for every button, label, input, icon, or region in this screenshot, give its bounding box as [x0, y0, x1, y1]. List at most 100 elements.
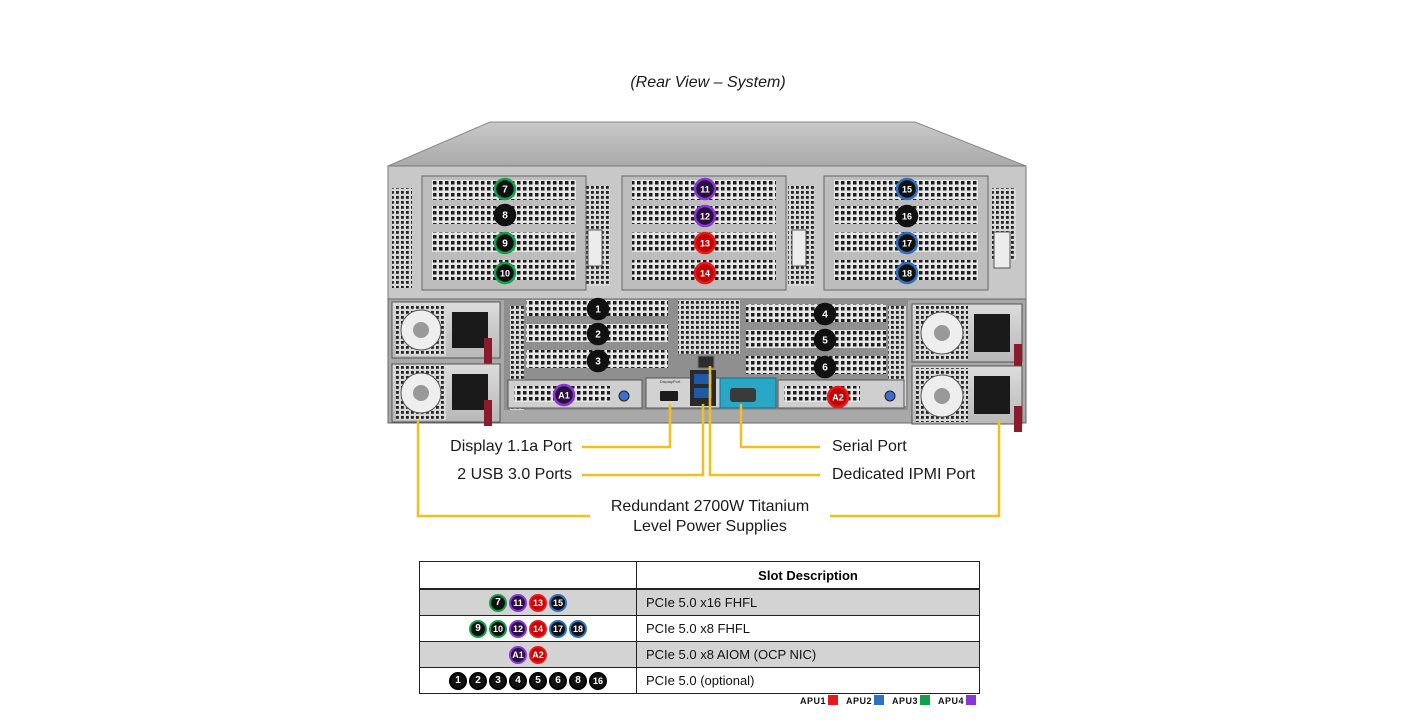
- slot-badge-3: 3: [586, 349, 610, 373]
- table-slot-badge-6: 6: [549, 671, 567, 690]
- display-port-connector: [660, 391, 678, 401]
- table-slot-badge-13: 13: [529, 593, 547, 612]
- slot-badge-label: 9: [502, 239, 508, 250]
- slot-description-cell: PCIe 5.0 x16 FHFL: [636, 588, 980, 616]
- legend-label: APU4: [938, 696, 965, 706]
- slot-badge-17: 17: [895, 231, 919, 255]
- apu-legend: APU1 APU2 APU3 APU4: [800, 695, 984, 706]
- psu-right-bottom: [911, 365, 1023, 432]
- legend-swatch: [966, 695, 977, 705]
- slot-badge-label: 10: [500, 269, 510, 279]
- slot-badge-label: 7: [502, 185, 508, 196]
- legend-swatch: [874, 695, 885, 705]
- label-ipmi-port: Dedicated IPMI Port: [832, 466, 976, 483]
- table-slot-badge-a1: A1: [509, 645, 527, 664]
- leader-ipmi-port: [708, 366, 820, 477]
- slot-badge-4: 4: [813, 302, 837, 326]
- slot-badge-14: 14: [693, 261, 717, 285]
- label-psu-line1: Redundant 2700W Titanium: [610, 498, 810, 515]
- psu-right-top: [911, 303, 1023, 370]
- slot-badge-label: 8: [502, 211, 508, 222]
- table-slot-badge-11: 11: [509, 593, 527, 612]
- slot-badge-8: 8: [493, 203, 517, 227]
- slot-badge-a1: A1: [552, 383, 576, 407]
- legend-swatch: [920, 695, 931, 705]
- slot-badge-5: 5: [813, 328, 837, 352]
- slot-badge-label: 6: [822, 363, 828, 374]
- table-slot-badge-10: 10: [489, 619, 507, 638]
- slot-badge-label: 1: [595, 305, 601, 316]
- legend-label: APU2: [846, 696, 873, 706]
- table-slot-badge-2: 2: [469, 671, 487, 690]
- slot-badge-7: 7: [493, 177, 517, 201]
- legend-label: APU1: [800, 696, 827, 706]
- slot-badge-label: 4: [822, 310, 828, 321]
- table-slot-badge-8: 8: [569, 671, 587, 690]
- server-rear-chassis: DisplayPort: [387, 121, 1027, 518]
- leader-lines: [416, 366, 1001, 518]
- table-slot-badge-16: 16: [589, 671, 607, 690]
- slot-description-cell: PCIe 5.0 (optional): [636, 667, 980, 694]
- legend-label: APU3: [892, 696, 919, 706]
- slot-badge-1: 1: [586, 297, 610, 321]
- slot-badge-label: 3: [595, 357, 601, 368]
- legend-swatch: [828, 695, 839, 705]
- slot-badge-label: A2: [832, 393, 844, 403]
- slot-badge-a2: A2: [826, 385, 850, 409]
- legend-item-apu1: APU1: [800, 695, 839, 706]
- table-slot-badge-9: 9: [469, 619, 487, 638]
- leader-usb-ports: [582, 404, 705, 477]
- table-slot-badge-17: 17: [549, 619, 567, 638]
- table-slot-badge-3: 3: [489, 671, 507, 690]
- slot-badge-label: 12: [700, 212, 710, 222]
- table-slot-badge-5: 5: [529, 671, 547, 690]
- slot-badge-16: 16: [895, 204, 919, 228]
- displayport-silkscreen: DisplayPort: [660, 379, 681, 384]
- leader-display-port: [582, 404, 672, 449]
- slot-badge-label: A1: [558, 391, 570, 401]
- table-slot-badge-a2: A2: [529, 645, 547, 664]
- legend-item-apu4: APU4: [938, 695, 977, 706]
- leader-serial-port: [739, 404, 820, 449]
- table-header-description: Slot Description: [636, 561, 980, 590]
- psu-left-top: [391, 301, 501, 364]
- legend-item-apu3: APU3: [892, 695, 931, 706]
- slot-badge-label: 16: [902, 212, 912, 222]
- leader-psu-right: [830, 420, 1001, 518]
- slot-badge-9: 9: [493, 231, 517, 255]
- table-slot-badge-18: 18: [569, 619, 587, 638]
- table-slot-badge-14: 14: [529, 619, 547, 638]
- slot-badge-label: 5: [822, 336, 828, 347]
- slot-badge-label: 18: [902, 269, 912, 279]
- slot-badge-label: 14: [700, 269, 710, 279]
- slot-badge-label: 2: [595, 330, 601, 341]
- label-usb-ports: 2 USB 3.0 Ports: [457, 466, 572, 483]
- slot-badge-10: 10: [493, 261, 517, 285]
- label-power-supplies: Redundant 2700W Titanium Level Power Sup…: [590, 497, 830, 537]
- table-slot-badge-1: 1: [449, 671, 467, 690]
- table-slot-badge-7: 7: [489, 593, 507, 612]
- slot-badge-label: 17: [902, 239, 912, 249]
- slot-badge-12: 12: [693, 204, 717, 228]
- slot-description-cell: PCIe 5.0 x8 AIOM (OCP NIC): [636, 641, 980, 668]
- label-psu-line2: Level Power Supplies: [633, 518, 787, 535]
- slot-badge-13: 13: [693, 231, 717, 255]
- slot-badge-label: 13: [700, 239, 710, 249]
- table-slot-badge-12: 12: [509, 619, 527, 638]
- slot-badge-6: 6: [813, 355, 837, 379]
- label-serial-port: Serial Port: [832, 438, 907, 455]
- serial-port-connector: [730, 388, 756, 402]
- chassis-lid: [387, 121, 1027, 167]
- slot-badge-label: 15: [902, 185, 912, 195]
